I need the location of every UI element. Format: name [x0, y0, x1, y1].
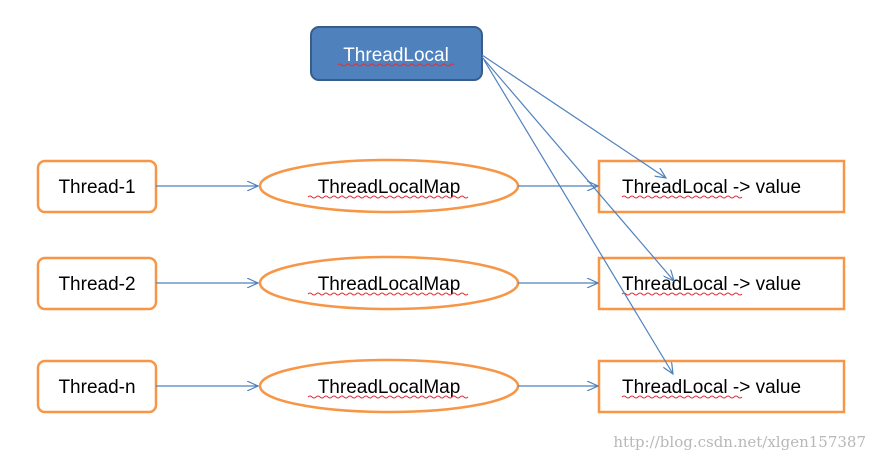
entry-value: -> value — [728, 377, 801, 398]
entry-box — [597, 359, 846, 414]
entry-box — [597, 159, 846, 214]
threadlocalmap-label: ThreadLocalMap — [318, 177, 461, 198]
spellcheck-underline — [307, 292, 469, 296]
row-thread-n: Thread-n ThreadLocalMap ThreadLocal -> v… — [36, 358, 846, 414]
watermark: http://blog.csdn.net/xlgen157387 — [613, 433, 866, 451]
threadlocal-node-label: ThreadLocal — [343, 45, 449, 66]
entry-label: ThreadLocal -> value — [622, 377, 801, 398]
thread-label: Thread-1 — [58, 177, 135, 198]
entry-key: ThreadLocal — [622, 274, 728, 295]
row-thread-1: Thread-1 ThreadLocalMap ThreadLocal -> v… — [36, 158, 846, 214]
thread-label: Thread-2 — [58, 274, 135, 295]
arrow-threadlocal-to-entry-2 — [481, 56, 674, 281]
arrow-threadlocal-to-entry-1 — [481, 54, 666, 178]
entry-key: ThreadLocal — [622, 177, 728, 198]
threadlocalmap-label: ThreadLocalMap — [318, 377, 461, 398]
spellcheck-underline — [621, 395, 743, 399]
entry-value: -> value — [728, 274, 801, 295]
thread-label: Thread-n — [58, 377, 135, 398]
entry-value: -> value — [728, 177, 801, 198]
spellcheck-underline — [337, 63, 455, 67]
spellcheck-underline — [621, 195, 743, 199]
entry-label: ThreadLocal -> value — [622, 274, 801, 295]
threadlocalmap-label: ThreadLocalMap — [318, 274, 461, 295]
row-thread-2: Thread-2 ThreadLocalMap ThreadLocal -> v… — [36, 255, 846, 311]
spellcheck-underline — [307, 395, 469, 399]
entry-box — [597, 256, 846, 311]
spellcheck-underline — [307, 195, 469, 199]
arrow-threadlocal-to-entry-n — [483, 59, 673, 374]
spellcheck-underline — [621, 292, 743, 296]
entry-key: ThreadLocal — [622, 377, 728, 398]
entry-label: ThreadLocal -> value — [622, 177, 801, 198]
threadlocal-node: ThreadLocal — [310, 26, 483, 81]
